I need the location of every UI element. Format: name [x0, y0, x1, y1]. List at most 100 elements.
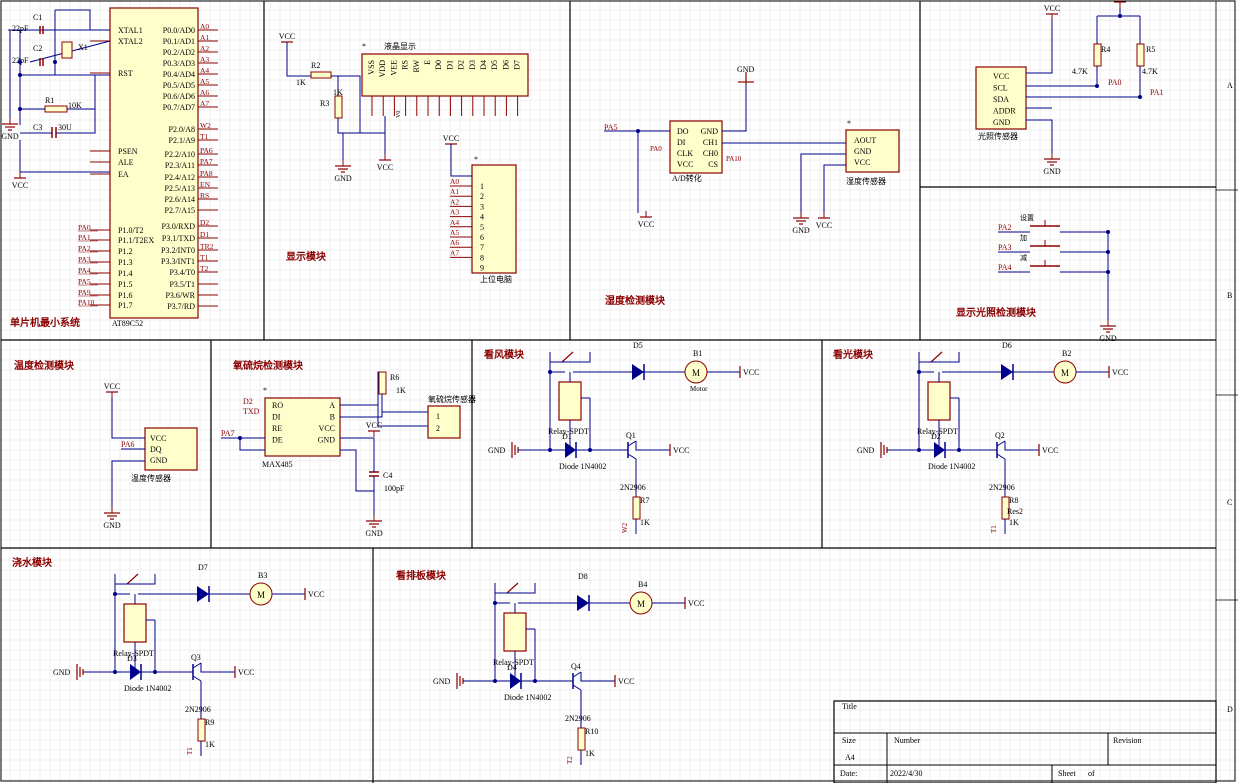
- vcc-label: VCC: [673, 446, 689, 455]
- header-pin-num: 4: [480, 213, 484, 222]
- mcu-net-label: PA1: [78, 233, 91, 242]
- water-motor-label: B3: [258, 571, 267, 580]
- gnd-label: GND: [1043, 167, 1061, 176]
- resistor-r5: [1136, 43, 1145, 67]
- mcu-net-label: D2: [200, 218, 209, 227]
- drain-resistor-ref: R10: [585, 727, 598, 736]
- fan-diode-ref: D1: [562, 432, 572, 441]
- wire: [340, 394, 383, 418]
- wire: [111, 398, 145, 439]
- mcu-pin-right: P0.1/AD1: [163, 37, 195, 46]
- smoke-net: D2: [243, 397, 253, 406]
- junction-dot: [1106, 250, 1110, 254]
- c4-value: 100pF: [384, 484, 405, 493]
- number-label: Number: [894, 736, 921, 745]
- drain-motor-label: B4: [638, 580, 647, 589]
- mcu-pin-left: XTAL1: [118, 26, 143, 35]
- mcu-pin-left: P1.5: [118, 280, 132, 289]
- revision-label: Revision: [1113, 736, 1141, 745]
- max485-pin-right: A: [329, 401, 335, 410]
- gnd-label: GND: [365, 529, 383, 538]
- relay-wire: [919, 352, 960, 363]
- wire: [1026, 119, 1053, 153]
- junction-dot: [1106, 270, 1110, 274]
- light-pin: ADDR: [993, 107, 1016, 116]
- mcu-pin-left: P1.1/T2EX: [118, 236, 154, 245]
- fan-resistor: [632, 496, 641, 520]
- vcc-label: VCC: [12, 181, 28, 190]
- module-title-drain: 看排板模块: [396, 569, 447, 582]
- wire: [722, 82, 747, 132]
- junction-dot: [1138, 95, 1142, 99]
- water-transistor-label: 2N2906: [185, 705, 211, 714]
- zone-letter: A: [1227, 81, 1233, 90]
- r4-value: 4.7K: [1072, 67, 1088, 76]
- header-pin-num: 7: [480, 243, 484, 252]
- fan-led: [632, 364, 644, 380]
- lamp-diode-label: Diode 1N4002: [928, 462, 975, 471]
- mcu-net-label: A3: [200, 55, 209, 64]
- mcu-pin-left: PSEN: [118, 147, 138, 156]
- sensor-pin: VCC: [854, 158, 870, 167]
- fan-diode-label: Diode 1N4002: [559, 462, 606, 471]
- mcu-net-label: PA5: [78, 277, 91, 286]
- light-net: PA1: [1150, 88, 1164, 97]
- humidity-sensor-label: 湿度传感器: [846, 176, 886, 186]
- mcu-net-label: PA9: [78, 288, 91, 297]
- mcu-pin-left: P1.2: [118, 247, 132, 256]
- fan-transistor-label: 2N2906: [620, 483, 646, 492]
- xtal-wire: [55, 9, 91, 30]
- mcu-pin-right: P2.5/A13: [165, 184, 195, 193]
- mcu-net-label: PA3: [78, 255, 91, 264]
- vcc-label: VCC: [377, 163, 393, 172]
- water-resistor-value: 1K: [205, 740, 215, 749]
- lcd-pin-label: D7: [513, 60, 522, 70]
- sensor-pin: AOUT: [854, 136, 876, 145]
- c3-value: 30U: [58, 123, 72, 132]
- lamp-transistor-ref: Q2: [995, 431, 1005, 440]
- header-net: A7: [450, 248, 459, 257]
- lamp-relay-label: Relay-SPDT: [917, 427, 958, 436]
- wire: [450, 144, 472, 177]
- key-net: PA3: [998, 243, 1012, 252]
- mcu-net-label: A2: [200, 44, 209, 53]
- mcu-pin-right: P3.5/T1: [169, 280, 195, 289]
- wire: [200, 663, 235, 673]
- vcc-label: VCC: [1042, 446, 1058, 455]
- water-transistor-ref: Q3: [191, 653, 201, 662]
- junction-dot: [153, 670, 157, 674]
- drain-led: [577, 595, 589, 611]
- mcu-net-label: PA10: [78, 298, 95, 307]
- adc-label: A/D转化: [672, 173, 702, 183]
- relay-wire: [550, 352, 591, 363]
- lcd-pin-label: D0: [434, 60, 443, 70]
- wire: [111, 460, 145, 507]
- relay-switch: [930, 351, 943, 363]
- header-net: A3: [450, 208, 459, 217]
- r6-label: R6: [390, 373, 399, 382]
- module-title-mcu: 单片机最小系统: [10, 316, 80, 329]
- drain-diode-label: Diode 1N4002: [504, 693, 551, 702]
- mcu-pin-right: P3.2/INT0: [161, 246, 195, 255]
- wire: [635, 441, 670, 451]
- module-title-smoke: 氧硫烷检测模块: [232, 359, 304, 372]
- water-diode-label: Diode 1N4002: [124, 684, 171, 693]
- mcu-pin-left: P1.3: [118, 258, 132, 267]
- light-sensor-label: 光照传感器: [978, 131, 1018, 141]
- module-title-light: 显示光照检测模块: [956, 306, 1037, 319]
- junction-dot: [18, 107, 22, 111]
- sensor-pin: GND: [854, 147, 872, 156]
- mcu-pin-right: P3.7/RD: [167, 302, 195, 311]
- fan-gnd-label: GND: [488, 446, 506, 455]
- wire: [580, 672, 615, 682]
- junction-dot: [513, 679, 517, 683]
- mcu-net-label: RS: [200, 191, 209, 200]
- header-pin-num: 8: [480, 253, 484, 262]
- lamp-led-label: D6: [1002, 341, 1012, 350]
- mcu-pin-left: XTAL2: [118, 37, 143, 46]
- mcu-net-label: EN: [200, 180, 211, 189]
- water-relay-coil: [123, 603, 147, 643]
- transistor: [996, 453, 1006, 460]
- wire: [1004, 441, 1039, 451]
